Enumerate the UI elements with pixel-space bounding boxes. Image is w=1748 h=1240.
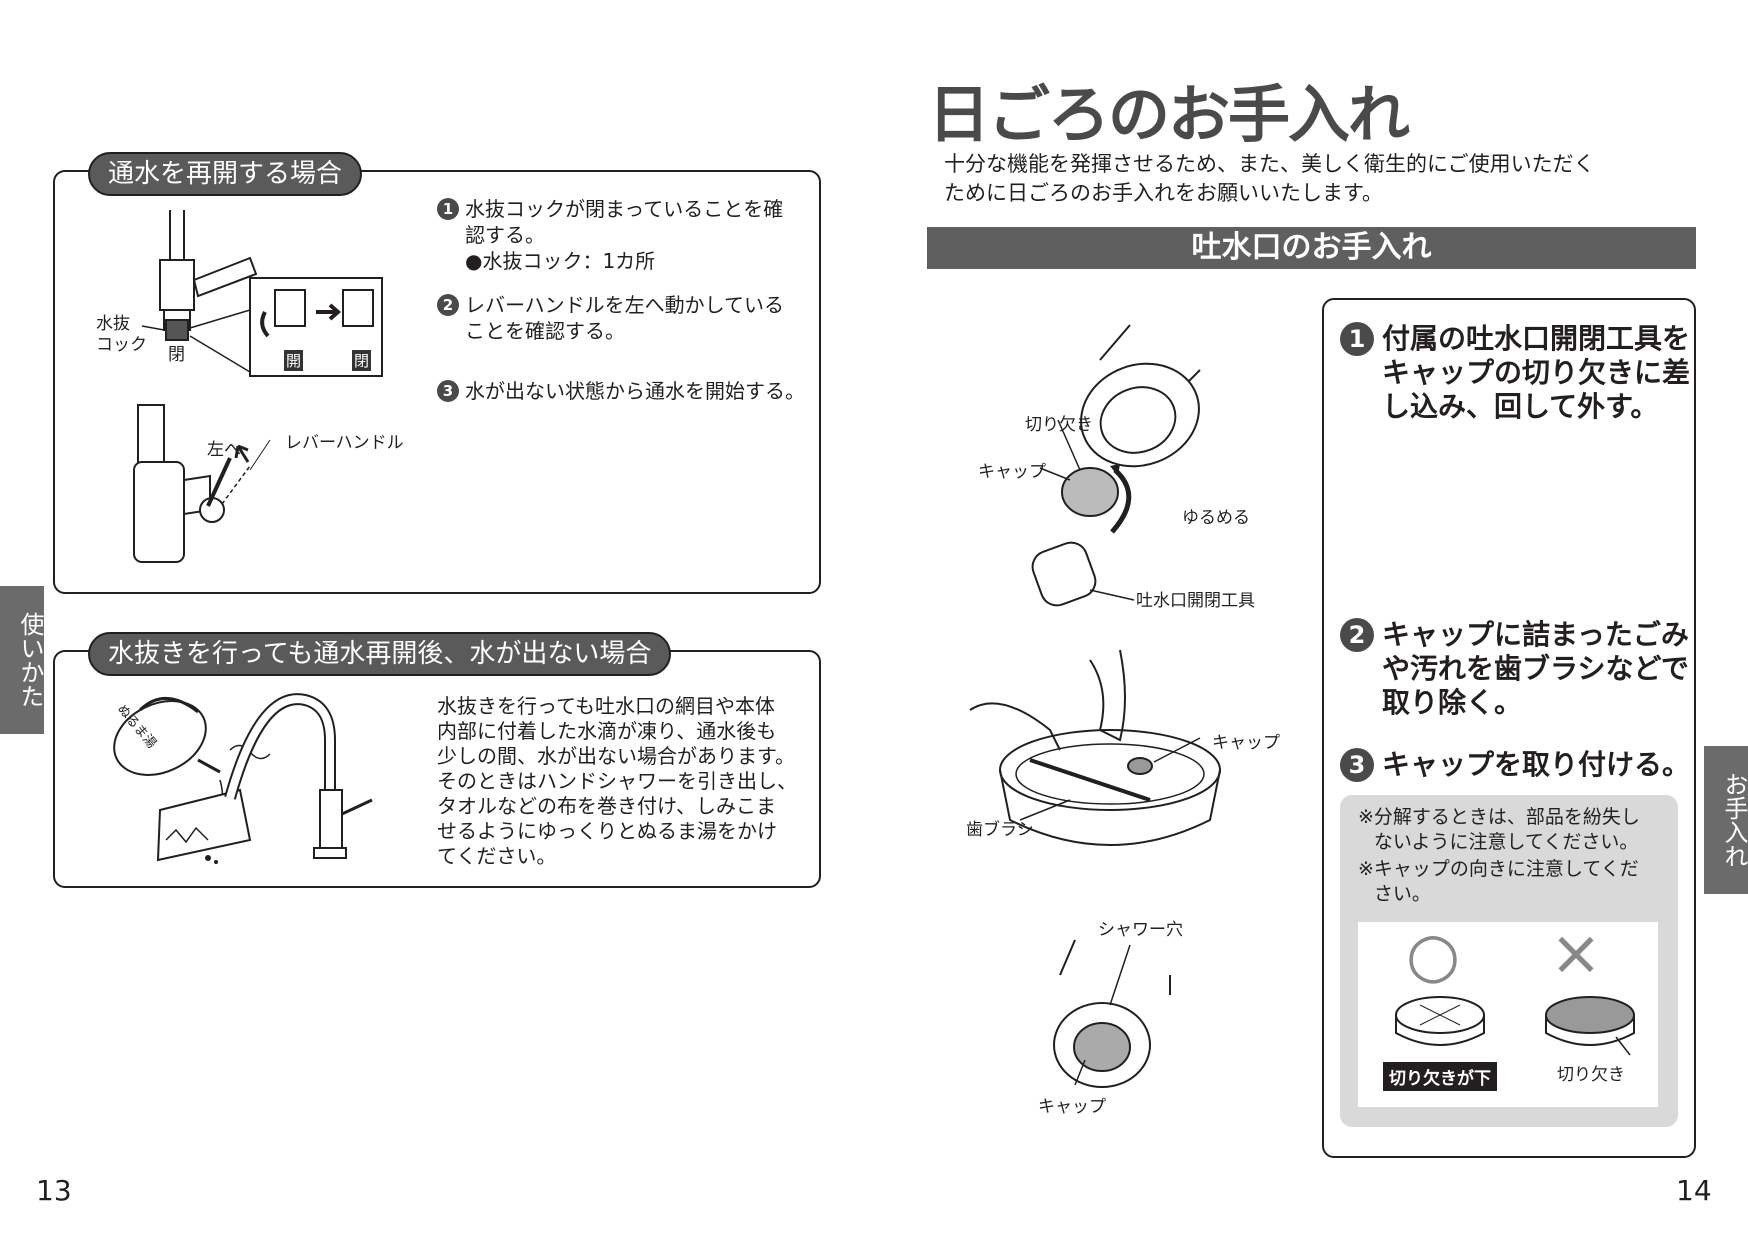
ok-caption: 切り欠きが下	[1383, 1062, 1497, 1091]
page-number-right: 14	[1676, 1174, 1712, 1207]
page-number-left: 13	[36, 1174, 72, 1207]
drain-cock-label-2: コック	[96, 335, 147, 355]
step-number-badge: 1	[437, 198, 459, 220]
step-text: 付属の吐水口開閉工具を	[1382, 322, 1691, 355]
explanation-line: タオルなどの布を巻き付け、しみこま	[437, 794, 776, 818]
explanation-line: てください。	[437, 844, 557, 868]
step-text: 水抜コックが閉まっていることを確	[465, 197, 784, 221]
care-step-2: 2 キャップに詰まったごみ や汚れを歯ブラシなどで 取り除く。	[1340, 618, 1690, 720]
section-banner: 吐水口のお手入れ	[927, 227, 1696, 269]
cap-removal-illustration	[1031, 324, 1201, 607]
ok-mark: ○	[1406, 918, 1461, 991]
intro-line: ために日ごろのお手入れをお願いいたします。	[944, 181, 1383, 205]
cap-installed-illustration	[1053, 939, 1171, 1088]
explanation-line: 内部に付着した水滴が凍り、通水後も	[437, 719, 777, 743]
side-tab-care: お手入れ	[1704, 746, 1748, 894]
restart-step-1: 1 水抜コックが閉まっていることを確 認する。 ●水抜コック：1カ所	[437, 196, 817, 274]
page-title: 日ごろのお手入れ	[928, 78, 1410, 151]
care-step-3: 3 キャップを取り付ける。	[1340, 748, 1690, 782]
cap-orientation-illustration	[1395, 996, 1635, 1056]
step-text: レバーハンドルを左へ動かしている	[465, 293, 784, 317]
step-text: ●水抜コック：1カ所	[465, 249, 656, 273]
note-line: ないように注意してください。	[1373, 831, 1639, 853]
intro-line: 十分な機能を発揮させるため、また、美しく衛生的にご使用いただく	[944, 152, 1595, 176]
lever-handle-label: レバーハンドル	[285, 433, 404, 453]
closed-badge: 閉	[352, 350, 372, 371]
restart-step-2: 2 レバーハンドルを左へ動かしている ことを確認する。	[437, 292, 817, 344]
intro-text: 十分な機能を発揮させるため、また、美しく衛生的にご使用いただく ために日ごろのお…	[944, 150, 1684, 208]
explanation-line: せるようにゆっくりとぬるま湯をかけ	[437, 819, 777, 843]
step-number-badge: 3	[437, 380, 459, 402]
cap-label-2: キャップ	[1212, 733, 1280, 753]
note-item: ※ キャップの向きに注意してくだ さい。	[1358, 857, 1678, 907]
section-restart-title: 通水を再開する場合	[88, 152, 363, 196]
cap-label: キャップ	[978, 462, 1046, 482]
warm-water-illustration	[113, 693, 373, 864]
section-no-water-title: 水抜きを行っても通水再開後、水が出ない場合	[88, 632, 672, 676]
notes-text: ※ 分解するときは、部品を紛失し ないように注意してください。 ※ キャップの向…	[1358, 805, 1678, 907]
restart-step-3: 3 水が出ない状態から通水を開始する。	[437, 378, 817, 404]
note-line: 分解するときは、部品を紛失し	[1373, 806, 1640, 828]
drain-cock-label-1: 水抜	[96, 314, 130, 334]
ng-caption: 切り欠き	[1557, 1065, 1625, 1085]
explanation-line: 少しの間、水が出ない場合があります。	[437, 744, 795, 768]
step-text: キャップに詰まったごみ	[1382, 618, 1689, 651]
open-badge: 開	[284, 350, 304, 371]
step-text: キャップの切り欠きに差	[1382, 356, 1691, 389]
step-text: や汚れを歯ブラシなどで	[1382, 652, 1689, 685]
care-step-1: 1 付属の吐水口開閉工具を キャップの切り欠きに差 し込み、回して外す。	[1340, 322, 1690, 424]
side-tab-usage: 使いかた	[0, 586, 44, 734]
shower-hole-label: シャワー穴	[1098, 920, 1183, 940]
explanation-line: そのときはハンドシャワーを引き出し、	[437, 769, 797, 793]
ng-mark: ×	[1550, 916, 1602, 989]
note-line: キャップの向きに注意してくだ	[1373, 858, 1639, 880]
brush-label: 歯ブラシ	[966, 820, 1034, 840]
step-text: キャップを取り付ける。	[1382, 748, 1691, 781]
brush-cleaning-illustration	[969, 649, 1221, 846]
step-text: し込み、回して外す。	[1382, 390, 1659, 423]
step-number-badge: 2	[1340, 618, 1374, 652]
loosen-label: ゆるめる	[1182, 508, 1250, 528]
step-text: 取り除く。	[1382, 686, 1523, 719]
note-mark: ※	[1358, 858, 1374, 880]
closed-label: 閉	[168, 345, 185, 365]
note-line: さい。	[1373, 883, 1431, 905]
step-number-badge: 1	[1340, 322, 1374, 356]
note-mark: ※	[1358, 806, 1374, 828]
no-water-explanation: 水抜きを行っても吐水口の網目や本体 内部に付着した水滴が凍り、通水後も 少しの間…	[437, 694, 817, 869]
explanation-line: 水抜きを行っても吐水口の網目や本体	[437, 694, 775, 718]
cap-label-3: キャップ	[1038, 1097, 1106, 1117]
step-number-badge: 3	[1340, 748, 1374, 782]
tool-label: 吐水口開閉工具	[1136, 591, 1255, 611]
drain-cock-illustration	[133, 210, 383, 563]
step-text: 水が出ない状態から通水を開始する。	[465, 379, 805, 403]
step-text: 認する。	[465, 223, 545, 247]
step-text: ことを確認する。	[465, 319, 625, 343]
step-number-badge: 2	[437, 294, 459, 316]
note-item: ※ 分解するときは、部品を紛失し ないように注意してください。	[1358, 805, 1678, 855]
left-direction-label: 左へ	[207, 440, 241, 460]
notch-label: 切り欠き	[1025, 415, 1093, 435]
